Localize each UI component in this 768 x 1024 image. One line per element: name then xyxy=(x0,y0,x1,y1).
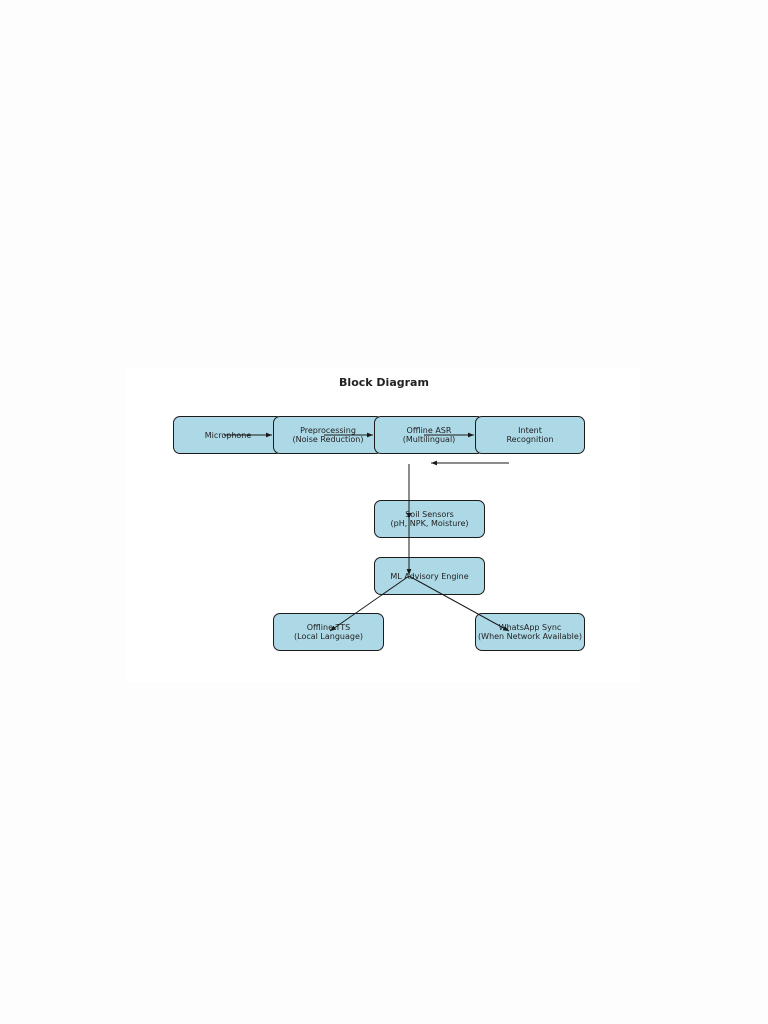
node-whatsapp-sync: WhatsApp Sync (When Network Available) xyxy=(475,613,585,651)
node-soil-sensors: Soil Sensors (pH, NPK, Moisture) xyxy=(374,500,485,538)
arrow-ml-to-whatsapp xyxy=(408,575,510,632)
node-ml-advisory-engine: ML Advisory Engine xyxy=(374,557,485,595)
diagram-title: Block Diagram xyxy=(339,376,429,389)
node-offline-tts: Offline TTS (Local Language) xyxy=(273,613,384,651)
node-intent-recognition: Intent Recognition xyxy=(475,416,585,454)
arrow-ml-to-tts xyxy=(329,575,410,632)
